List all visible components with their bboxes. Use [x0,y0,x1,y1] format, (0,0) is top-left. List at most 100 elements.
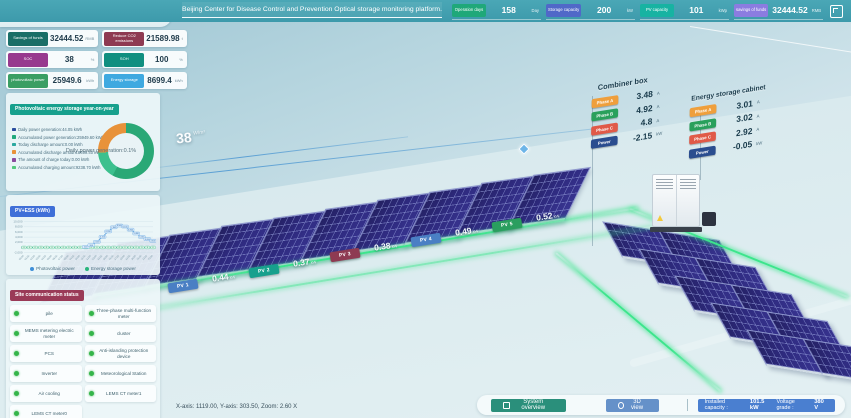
phase-unit: A [656,117,660,123]
legend-text: The amount of charge today:0.00 kWh [18,157,90,163]
phase-badge: Phase B [591,108,619,122]
metric-unit: kWp [718,7,727,13]
combiner-box-rows: Phase A 3.48 A Phase B 4.92 A Phase C 4.… [590,86,667,149]
phase-unit: kW [656,130,663,137]
svg-text:-2,000: -2,000 [14,251,23,255]
cabinet-door [653,175,677,226]
status-dot [88,391,94,396]
pv-string-unit: kW [229,274,236,281]
svg-text:0: 0 [91,247,92,249]
svg-text:0: 0 [141,247,142,249]
fullscreen-icon[interactable] [830,5,843,18]
pv-string-unit: kW [391,243,398,250]
comm-status-item: Meteorological Station [84,365,156,382]
pv-string-unit: kW [553,212,560,219]
svg-text:0: 0 [80,247,81,249]
phase-unit: A [656,89,660,96]
stat-badge: photovoltaic power [8,73,48,88]
metric-badge: Storage capacity [546,3,582,17]
phase-unit: A [756,126,760,133]
metric-value: 200 [596,5,612,15]
metric-unit: kW [626,7,633,13]
comm-status-item: LEMS CT meter1 [84,385,156,402]
svg-text:0: 0 [113,247,114,249]
3d-view-label: 3D view [631,399,644,411]
callout-leader-line [700,108,701,180]
voltage-grade-value: 380 V [814,399,824,411]
irradiance-label: 38 W/m² [175,128,206,147]
svg-text:11:00: 11:00 [80,254,87,261]
svg-text:07:00: 07:00 [58,254,65,261]
metric-badge: PV capacity [640,3,674,17]
svg-text:0: 0 [147,247,148,249]
status-dot [88,351,94,356]
comm-status-label: Three-phase multi-function meter [96,308,152,319]
comm-status-label: Air cooling [38,390,60,396]
stat-cell: photovoltaic power 25949.6 kWh [6,72,99,89]
installed-capacity-value: 101.5 kW [749,399,765,411]
comm-status-label: Meteorological Station [101,370,147,376]
system-overview-button[interactable]: System overview [491,398,566,412]
svg-text:6,200: 6,200 [106,231,111,233]
stat-cell: SOH 100 % [102,51,187,68]
stat-unit: kWh [86,78,95,83]
svg-text:0: 0 [96,247,97,249]
stat-value: 32444.52 [50,34,84,43]
stats-grid: Savings of funds 32444.52 RMB Reduce CO2… [6,30,187,89]
legend-item: Accumulated power generation:25949.60 kW… [12,135,104,140]
svg-text:0: 0 [130,247,131,249]
svg-text:22:00: 22:00 [142,254,149,261]
svg-text:5,400: 5,400 [134,233,139,235]
svg-text:6,900: 6,900 [128,229,133,231]
stat-badge: Savings of funds [8,31,48,46]
svg-text:0: 0 [40,247,41,249]
3d-view-button[interactable]: 3D view [605,398,659,412]
stat-cell: Energy storage 8699.4 kWh [102,72,187,89]
comm-status-label: LEMS CT meter0 [31,410,67,416]
pv-string-kw: 0.37 [292,255,311,269]
comm-status-item: PCS [10,345,82,362]
status-dot [88,331,94,336]
svg-text:17:00: 17:00 [114,254,121,261]
irradiance-unit: W/m² [192,129,206,137]
stat-badge: SOH [104,52,145,67]
pv-string-unit: kW [310,258,317,265]
irradiance-value: 38 [175,128,193,147]
header-metric: Storage capacity 200 kW [546,2,635,20]
phase-value: 3.01 [736,97,754,111]
svg-text:0: 0 [74,247,75,249]
svg-text:0: 0 [152,247,153,249]
yoy-panel: Photovoltaic energy storage year-on-year… [6,93,160,191]
stat-value: 8699.4 [147,76,172,85]
stat-unit: % [90,57,95,62]
stat-cell: SOC 38 % [6,51,99,68]
phase-value: -2.15 [632,129,653,143]
phase-value: 3.02 [736,111,753,125]
pv-ess-panel: PV+ESS (kWh) 10,0008,0006,0004,0002,0000… [6,195,160,275]
phase-badge: Power [688,145,716,159]
comm-status-label: Anti-islanding protection device [99,348,149,359]
status-dot [14,311,19,316]
chart-legend-label: Photovoltaic power [36,266,75,271]
comm-status-label: cluster [116,330,131,336]
stat-unit: t [181,36,183,41]
svg-text:7,800: 7,800 [111,227,116,229]
svg-text:0: 0 [35,247,36,249]
legend-swatch [12,150,16,155]
stat-badge: SOC [8,52,48,67]
comm-status-item: LEMS CT meter0 [10,405,82,418]
phase-value: 3.48 [636,88,653,102]
comm-status-label: pile [45,310,53,316]
yoy-donut [98,123,154,179]
header-metric: savings of funds 32444.52 RMB [734,2,823,20]
svg-text:200: 200 [84,247,87,249]
storage-cabinet-3d[interactable] [650,174,716,232]
legend-text: Daily power generation:44.05 kWh [18,127,83,132]
svg-text:10:00: 10:00 [74,254,81,261]
phase-unit: A [756,99,760,105]
svg-text:4,100: 4,100 [139,237,144,239]
status-dot [88,371,94,376]
combiner-box-callout: Combiner box Phase A 3.48 A Phase B 4.92… [590,72,667,153]
